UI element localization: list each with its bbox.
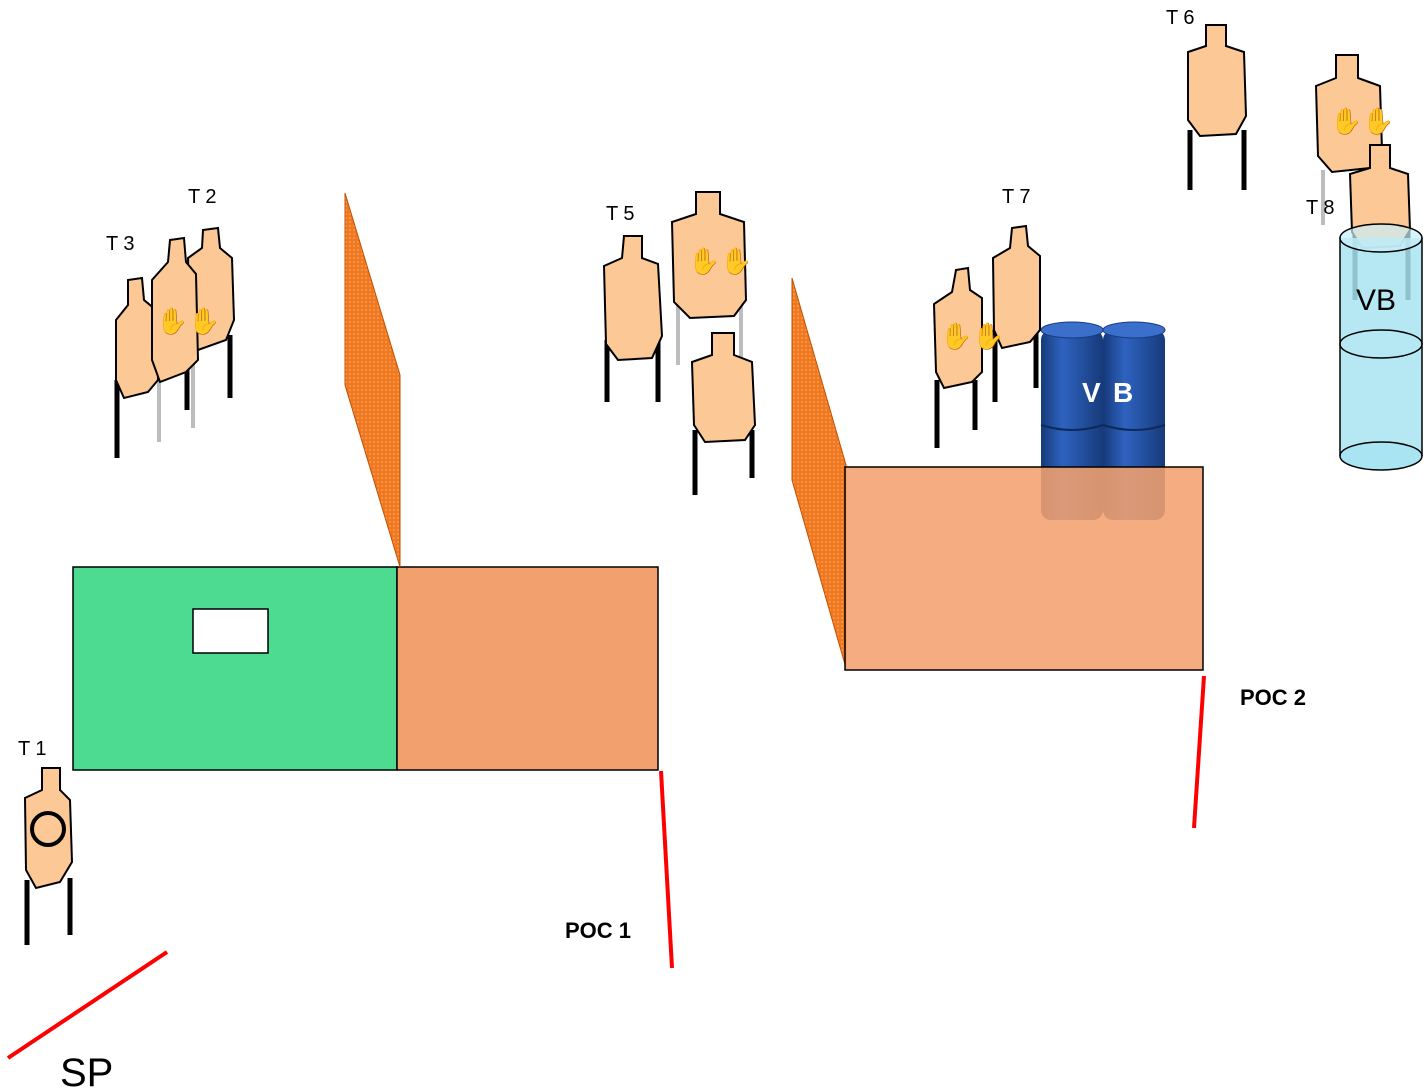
mesh-wall-1 — [344, 192, 401, 568]
t5-label: T 5 — [606, 203, 635, 225]
hands-icon: ✋✋ — [1330, 106, 1395, 137]
hands-icon: ✋✋ — [156, 306, 221, 337]
poc1-fault-line — [659, 770, 674, 969]
water-tank: VB — [1339, 223, 1423, 471]
barrel-label-v: V — [1082, 377, 1101, 408]
t2-label: T 2 — [188, 186, 217, 208]
t8-label: T 8 — [1306, 197, 1335, 219]
green-wall — [72, 566, 398, 771]
mesh-wall-2 — [791, 277, 847, 669]
tank-label: VB — [1356, 284, 1396, 317]
t6-label: T 6 — [1166, 7, 1195, 29]
target-t3: T 3 — [106, 233, 195, 458]
t3-label: T 3 — [106, 233, 135, 255]
no-shoot-t6: ✋✋ — [1314, 54, 1395, 225]
t1-label: T 1 — [18, 738, 47, 760]
orange-wall-2 — [844, 466, 1204, 671]
hands-icon: ✋✋ — [688, 246, 753, 277]
sp-fault-line — [6, 950, 169, 1060]
poc2-fault-line — [1192, 675, 1206, 829]
target-t5b — [690, 332, 757, 495]
target-t7: T 7 — [991, 186, 1041, 402]
target-t5: T 5 — [602, 203, 664, 402]
circle-icon — [30, 811, 66, 847]
t7-label: T 7 — [1002, 186, 1031, 208]
poc1-label: POC 1 — [565, 918, 631, 943]
target-t1: T 1 — [18, 738, 74, 945]
window-opening — [192, 608, 269, 654]
barrel-label-b: B — [1113, 377, 1133, 408]
orange-wall-1 — [396, 566, 659, 771]
hands-icon: ✋✋ — [940, 321, 1005, 352]
poc2-label: POC 2 — [1240, 685, 1306, 710]
no-shoot-t3: ✋✋ — [151, 236, 221, 384]
no-shoot-t7: ✋✋ — [932, 266, 1005, 448]
target-t6: T 6 — [1166, 7, 1248, 190]
sp-label: SP — [60, 1051, 113, 1091]
no-shoot-t5: ✋✋ — [670, 191, 753, 365]
